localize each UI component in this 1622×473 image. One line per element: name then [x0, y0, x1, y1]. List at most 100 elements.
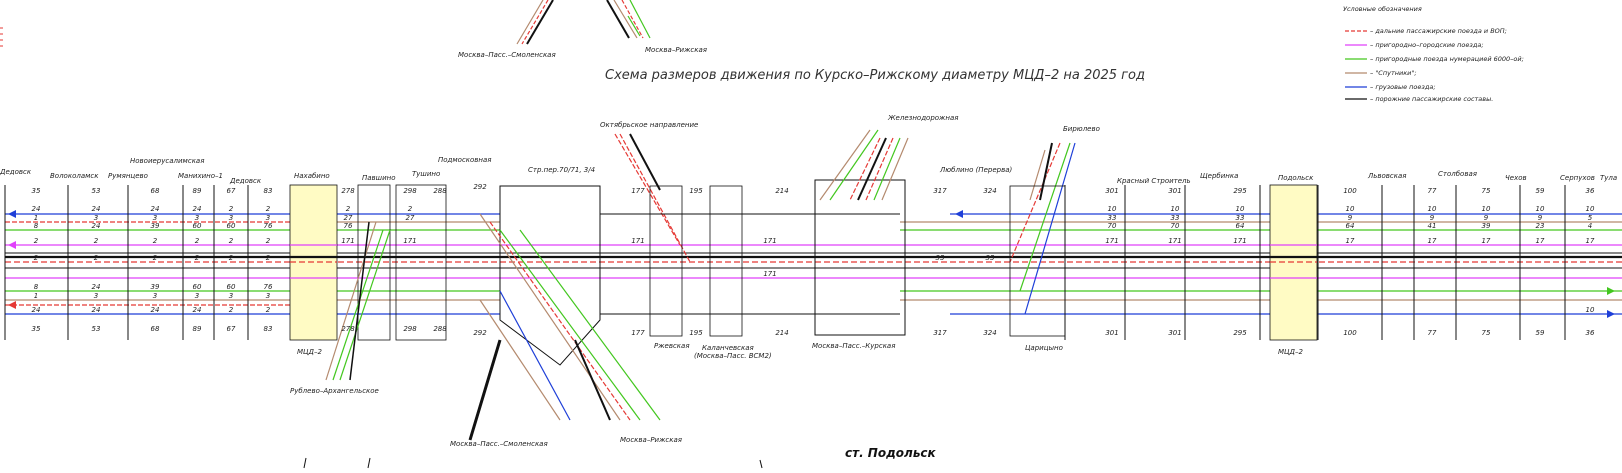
rv-f-4: 10 — [1428, 205, 1437, 213]
legend-lastochka: – "Спутники"; — [1370, 69, 1417, 77]
lv-bt-0: 2 — [34, 237, 39, 245]
rv-f-3: 10 — [1346, 205, 1355, 213]
lv-ft-4: 2 — [229, 205, 234, 213]
rv-f-6: 10 — [1536, 205, 1545, 213]
total-top-7: 278 — [341, 187, 355, 195]
lv-gt-4: 60 — [227, 222, 236, 230]
lv-lb-5: 3 — [266, 292, 270, 300]
legend-long: – дальние пассажирские поезда и ВОП; — [1370, 27, 1507, 35]
total-top-9: 298 — [403, 187, 417, 195]
lv-lb-2: 3 — [153, 292, 157, 300]
lv-gt-5: 76 — [264, 222, 273, 230]
top-diagonals: Москва–Пасс.–Смоленская Москва–Рижская — [458, 0, 707, 59]
rv-f-8: 10 — [1586, 306, 1595, 314]
label-biryulevo: Бирюлево — [1063, 125, 1100, 133]
lv-bt-3: 2 — [195, 237, 200, 245]
station-name-5: Дедовск — [229, 177, 262, 185]
mid-brown-1: 27 — [344, 214, 353, 222]
tsaritsyno-box — [1009, 185, 1066, 337]
post-top-c: 214 — [775, 187, 788, 195]
bottom-marks — [303, 457, 763, 469]
lv-gt-0: 8 — [34, 222, 39, 230]
total-bot-2: 68 — [151, 325, 160, 333]
post-bot-f: 214 — [775, 329, 788, 337]
lv-bb-4: 2 — [229, 254, 234, 262]
lv-lb-1: 3 — [94, 292, 98, 300]
lv-lb-0: 1 — [34, 292, 38, 300]
station-totals-left: 35 53 68 89 67 83 278 298 288 292 35 53 … — [32, 183, 488, 337]
tushino-box — [395, 184, 447, 341]
label-mcd-right: МЦД–2 — [1278, 348, 1303, 356]
station-name-2: Румянцево — [108, 172, 148, 180]
mid-mag-3: 171 — [631, 237, 644, 245]
station-name-r10: Серпухов — [1560, 174, 1595, 182]
station-name-3: Новоиерусалимская — [130, 157, 204, 165]
lv-bt-1: 2 — [94, 237, 99, 245]
rv-b-8: 5 — [1588, 214, 1593, 222]
post-diagonals — [468, 213, 661, 441]
rv-f-2: 10 — [1236, 205, 1245, 213]
total-bot-r8: 75 — [1482, 329, 1491, 337]
post-bot-d: 177 — [631, 329, 645, 337]
lane-values-left: 24 24 24 24 2 2 1 3 3 3 3 3 8 24 39 60 6… — [32, 205, 273, 314]
station-name-r7: Столбовая — [1438, 170, 1477, 178]
total-bot-r10: 36 — [1586, 329, 1595, 337]
rv-b-5: 9 — [1484, 214, 1489, 222]
label-rzhevskaya: Ржевская — [654, 342, 690, 350]
total-top-2: 68 — [151, 187, 160, 195]
rv-b-1: 33 — [1171, 214, 1180, 222]
station-name-6: Нахабино — [294, 172, 330, 180]
label-kalanchevskaya-sub: (Москва–Пасс. ВСМ2) — [694, 352, 772, 360]
lv-fb-0: 24 — [32, 306, 41, 314]
station-names-left: Дедовск Волоколамск Румянцево Новоиеруса… — [0, 156, 492, 185]
lv-bt-2: 2 — [153, 237, 158, 245]
lv-gt-2: 39 — [151, 222, 160, 230]
lv-bt-5: 2 — [266, 237, 271, 245]
legend-suburban: – пригородно–городские поезда; — [1370, 41, 1484, 49]
total-bot-r7: 77 — [1428, 329, 1437, 337]
lv-ft-2: 24 — [151, 205, 160, 213]
total-top-r3: 301 — [1168, 187, 1181, 195]
total-bot-10: 288 — [433, 325, 447, 333]
rv-g-1: 70 — [1171, 222, 1180, 230]
lv-ft-0: 24 — [32, 205, 41, 213]
total-bot-4: 67 — [227, 325, 236, 333]
lv-gb-3: 60 — [193, 283, 202, 291]
station-name-8: Павшино — [362, 174, 396, 182]
label-kalanchevskaya: Каланчевская — [702, 344, 754, 352]
lane-values-right: 10 10 10 10 10 10 10 10 10 33 33 33 9 9 … — [1105, 205, 1595, 314]
rv-b-0: 33 — [1108, 214, 1117, 222]
total-top-r2: 301 — [1105, 187, 1118, 195]
label-riga-bottom: Москва–Рижская — [620, 436, 682, 444]
label-smol-top: Москва–Пасс.–Смоленская — [458, 51, 556, 59]
rv-m-2: 171 — [1233, 237, 1246, 245]
rv-b-6: 9 — [1538, 214, 1543, 222]
station-name-r6: Львовская — [1367, 172, 1407, 180]
biryulevo-diagonals — [1009, 142, 1076, 315]
rv-g-2: 64 — [1236, 222, 1245, 230]
total-top-r7: 77 — [1428, 187, 1437, 195]
lv-bb-5: 2 — [266, 254, 271, 262]
mid-red-1: 35 — [936, 254, 945, 262]
lv-fb-3: 24 — [193, 306, 202, 314]
lv-bt-4: 2 — [229, 237, 234, 245]
label-gorkovskoe: Железнодорожная — [887, 114, 958, 122]
lv-gb-1: 24 — [92, 283, 101, 291]
label-rublevo: Рублево–Архангельское — [290, 387, 379, 395]
station-dividers — [4, 185, 1566, 340]
total-top-r8: 75 — [1482, 187, 1491, 195]
total-bot-1: 53 — [92, 325, 101, 333]
rv-f-5: 10 — [1482, 205, 1491, 213]
total-bot-0: 35 — [32, 325, 41, 333]
station-name-r0: Люблино (Перерва) — [939, 166, 1012, 174]
total-top-5: 83 — [264, 187, 273, 195]
rv-m-1: 171 — [1168, 237, 1181, 245]
lv-fb-1: 24 — [92, 306, 101, 314]
lv-gb-0: 8 — [34, 283, 39, 291]
station-name-1: Волоколамск — [50, 172, 99, 180]
total-bot-5: 83 — [264, 325, 273, 333]
mid-red-2: 35 — [986, 254, 995, 262]
total-bot-3: 89 — [193, 325, 202, 333]
station-name-r11: Тула — [1600, 174, 1617, 182]
lv-gt-1: 24 — [92, 222, 101, 230]
